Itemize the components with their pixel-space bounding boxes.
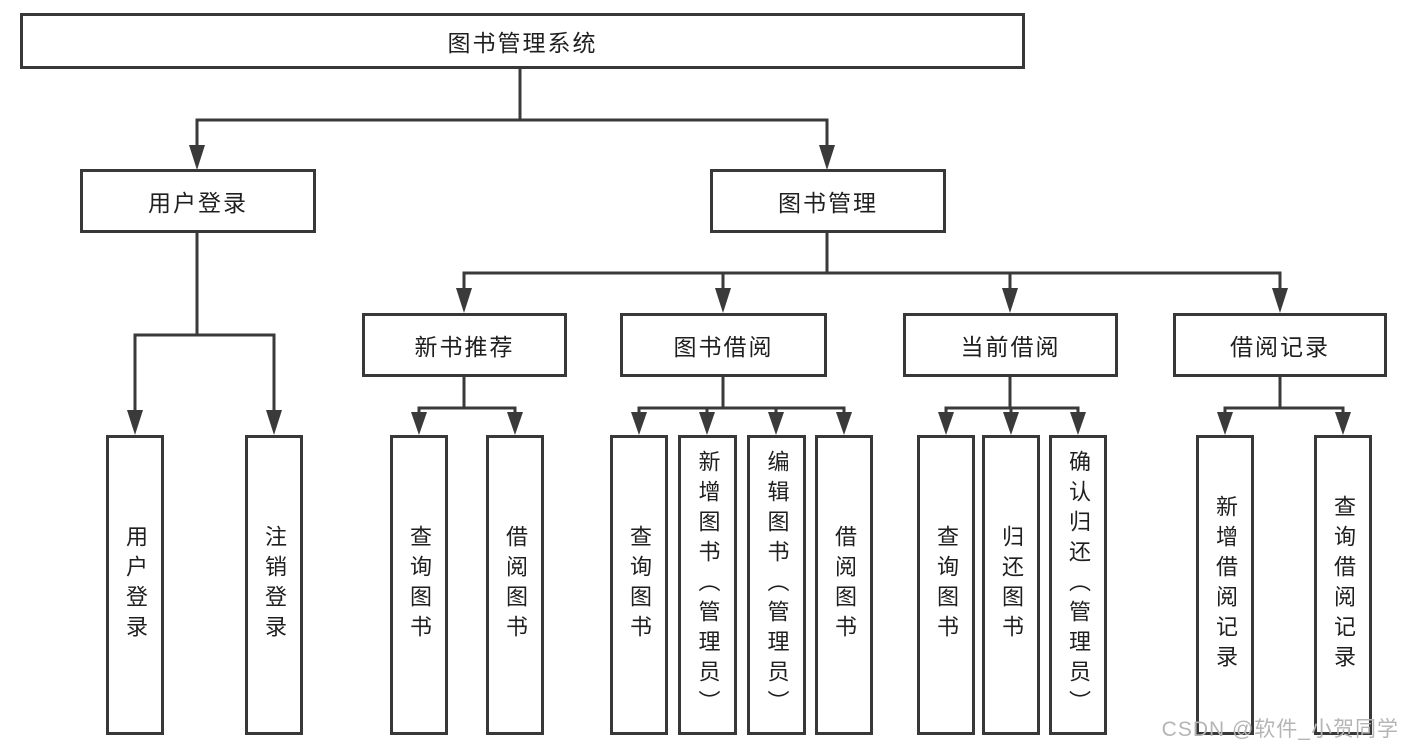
leaf-add-books-admin: 新增图书（管理员） [678, 435, 737, 735]
leaf-label: 查询图书 [934, 525, 959, 645]
arrow-down-icon [819, 145, 835, 170]
node-label: 图书管理系统 [447, 30, 598, 56]
arrow-down-icon [507, 412, 523, 435]
arrow-down-icon [1272, 288, 1288, 313]
leaf-borrow-books-recommend: 借阅图书 [486, 435, 544, 735]
leaf-label: 编辑图书（管理员） [764, 450, 790, 720]
arrow-down-icon [699, 412, 715, 435]
leaf-label: 查询借阅记录 [1331, 495, 1356, 675]
connector-records-to-leaves [1217, 376, 1351, 435]
leaf-borrow-books: 借阅图书 [815, 435, 873, 735]
leaf-query-books-recommend: 查询图书 [390, 435, 448, 735]
leaf-query-books-borrow: 查询图书 [610, 435, 668, 735]
node-borrowing-records: 借阅记录 [1173, 313, 1387, 377]
arrow-down-icon [631, 412, 647, 435]
arrow-down-icon [1002, 288, 1018, 313]
leaf-label: 查询图书 [627, 525, 652, 645]
node-label: 当前借阅 [960, 334, 1061, 360]
arrow-down-icon [456, 288, 472, 313]
connector-borrow-to-leaves [631, 376, 852, 435]
arrow-down-icon [768, 412, 784, 435]
node-label: 图书借阅 [673, 334, 774, 360]
node-user-login: 用户登录 [80, 169, 316, 233]
leaf-label: 新增图书（管理员） [695, 450, 721, 720]
node-label: 借阅记录 [1230, 334, 1330, 360]
arrow-down-icon [411, 412, 427, 435]
arrow-down-icon [938, 412, 954, 435]
leaf-query-borrow-record: 查询借阅记录 [1314, 435, 1372, 735]
node-label: 新书推荐 [414, 334, 515, 360]
connector-login-to-leaves [127, 232, 282, 435]
arrow-down-icon [836, 412, 852, 435]
arrow-down-icon [1335, 412, 1351, 435]
node-current-borrowing: 当前借阅 [903, 313, 1118, 377]
leaf-query-books-current: 查询图书 [917, 435, 975, 735]
leaf-confirm-return-admin: 确认归还（管理员） [1049, 435, 1107, 735]
leaf-return-books: 归还图书 [982, 435, 1040, 735]
connector-current-to-leaves [938, 376, 1086, 435]
leaf-label: 归还图书 [999, 525, 1024, 645]
arrow-down-icon [715, 288, 731, 313]
leaf-label: 借阅图书 [503, 525, 528, 645]
node-book-management: 图书管理 [710, 169, 946, 233]
watermark: CSDN @软件_小贺同学 [1161, 718, 1399, 741]
leaf-label: 用户登录 [123, 525, 148, 645]
leaf-edit-books-admin: 编辑图书（管理员） [747, 435, 806, 735]
leaf-label: 确认归还（管理员） [1066, 450, 1091, 720]
connector-root-to-level2 [189, 68, 835, 170]
connector-mgmt-to-level3 [456, 232, 1288, 313]
arrow-down-icon [127, 410, 143, 435]
leaf-user-login: 用户登录 [106, 435, 164, 735]
arrow-down-icon [189, 145, 205, 170]
leaf-label: 注销登录 [262, 525, 287, 645]
leaf-label: 新增借阅记录 [1213, 495, 1238, 675]
connector-rec-to-leaves [411, 376, 523, 435]
leaf-add-borrow-record: 新增借阅记录 [1196, 435, 1254, 735]
arrow-down-icon [1217, 412, 1233, 435]
node-new-book-recommend: 新书推荐 [362, 313, 567, 377]
leaf-label: 借阅图书 [832, 525, 857, 645]
node-label: 用户登录 [148, 190, 248, 216]
node-label: 图书管理 [778, 190, 878, 216]
arrow-down-icon [1070, 412, 1086, 435]
node-library-system: 图书管理系统 [20, 13, 1025, 69]
leaf-label: 查询图书 [407, 525, 432, 645]
arrow-down-icon [266, 410, 282, 435]
node-book-borrowing: 图书借阅 [620, 313, 827, 377]
arrow-down-icon [1003, 412, 1019, 435]
leaf-logout: 注销登录 [245, 435, 303, 735]
